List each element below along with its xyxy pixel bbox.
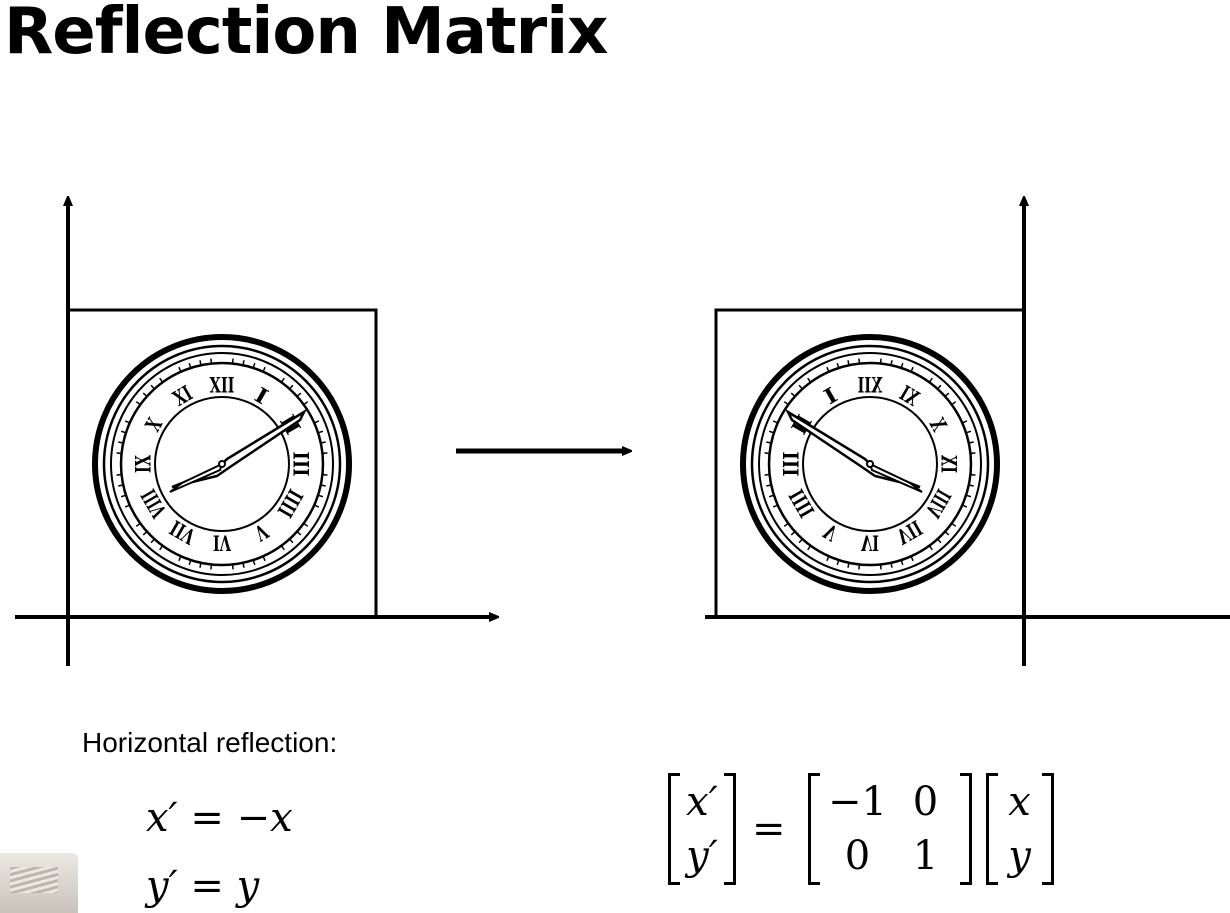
equation-x: x′ = −x (146, 795, 293, 841)
equation-x-rhs: −x (236, 795, 293, 841)
input-vector-x: x (1008, 779, 1031, 825)
matrix-cell-01: 0 (912, 779, 939, 825)
right-image-frame (714, 308, 1026, 619)
right-clock (743, 337, 997, 591)
equation-y-lhs: y′ (146, 863, 178, 909)
result-vector-x: x′ (686, 779, 718, 825)
result-vector: x′ y′ (668, 773, 736, 885)
equation-x-lhs: x′ (146, 795, 178, 841)
matrix-equals: = (752, 806, 786, 852)
reflection-caption: Horizontal reflection: (82, 727, 338, 758)
reflection-matrix: −1 0 0 1 (807, 773, 972, 885)
left-clock-hands (169, 408, 308, 493)
input-vector: x y (985, 773, 1054, 885)
input-vector-y: y (1008, 833, 1031, 879)
result-vector-y: y′ (686, 833, 718, 879)
left-clock (95, 337, 349, 591)
slide-title: Reflection Matrix (4, 0, 608, 69)
presenter-thumbnail (0, 853, 78, 913)
equation-y-rhs: y (236, 863, 260, 909)
matrix-cell-00: −1 (828, 779, 887, 825)
matrix-cell-10: 0 (844, 833, 871, 879)
matrix-cell-11: 1 (912, 833, 939, 879)
left-image-frame (66, 308, 378, 619)
equation-y: y′ = y (146, 863, 259, 909)
matrix-equation: x′ y′ = −1 0 0 1 x y (668, 765, 1054, 893)
right-clock-hands (784, 408, 923, 493)
equation-y-eq: = (190, 863, 224, 909)
equation-x-eq: = (190, 795, 224, 841)
